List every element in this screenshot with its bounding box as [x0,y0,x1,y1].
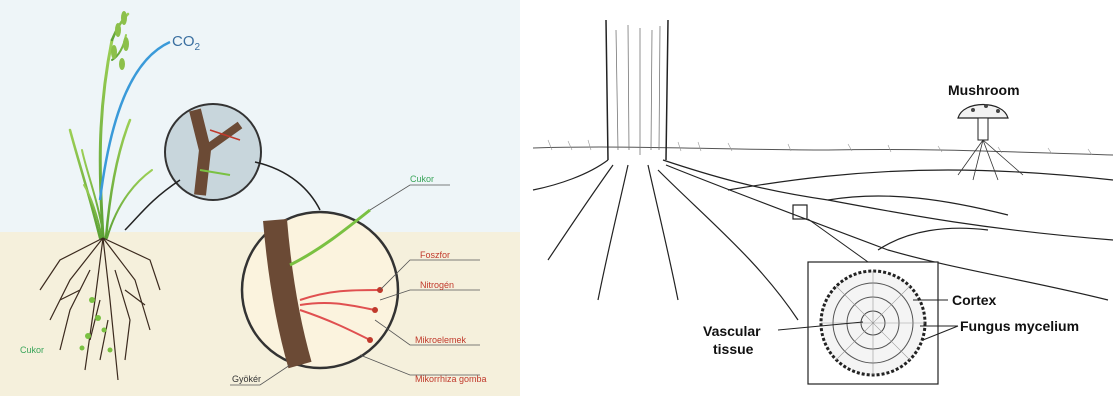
label-foszfor: Foszfor [420,250,450,260]
label-vascular: Vascular [703,323,761,339]
label-mushroom: Mushroom [948,82,1020,98]
label-fungus-mycelium: Fungus mycelium [960,318,1079,334]
label-nitrogen: Nitrogén [420,280,454,290]
right-diagram-svg: Mushroom Cortex Fungus mycelium Vascular… [528,0,1117,396]
zoom-circle-2 [242,210,398,368]
label-mikorrhiza-gomba: Mikorrhiza gomba [415,374,487,384]
label-cukor-bottom: Cukor [20,345,44,355]
label-gyoker: Gyökér [232,374,261,384]
mycorrhiza-sketch-right: Mushroom Cortex Fungus mycelium Vascular… [528,0,1117,396]
left-diagram-svg: CO2 [0,0,520,396]
zoom-circle-1 [165,104,261,200]
label-cortex: Cortex [952,292,997,308]
root-cross-section-inset [808,262,938,384]
label-mikroelemek: Mikroelemek [415,335,467,345]
sky-background [0,0,520,232]
label-cukor-top: Cukor [410,174,434,184]
mycorrhiza-illustration-left: CO2 [0,0,520,396]
label-tissue: tissue [713,341,754,357]
